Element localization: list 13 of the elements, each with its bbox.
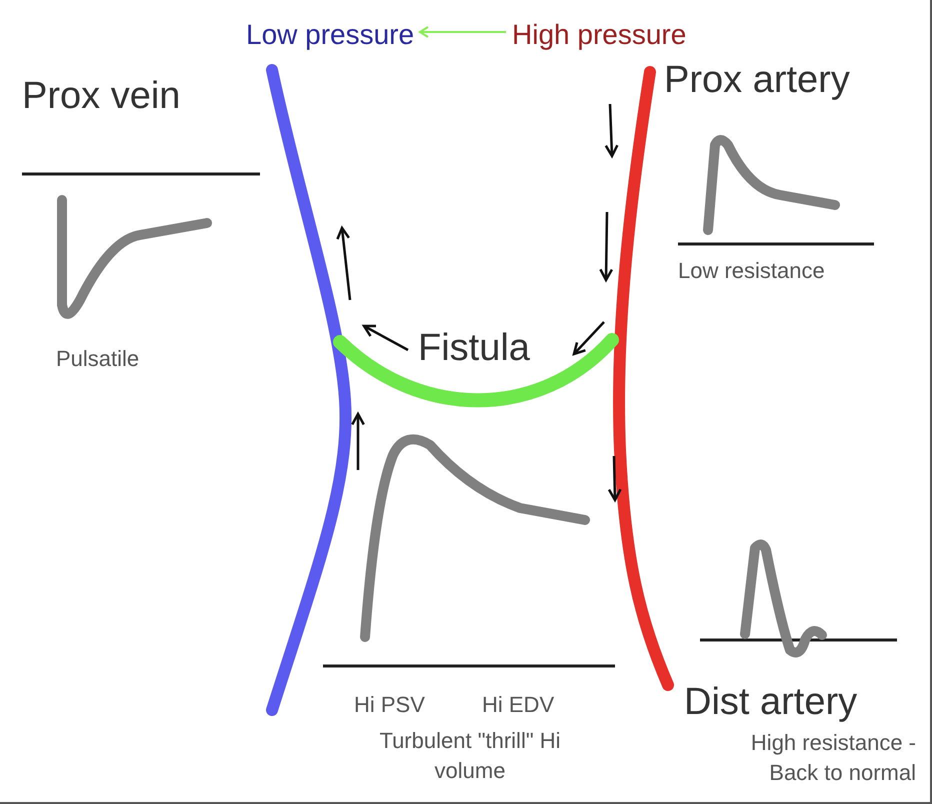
diagram-label: Low resistance: [678, 257, 826, 285]
diagram-label: Pulsatile: [56, 345, 140, 373]
diagram-label: Prox vein: [22, 74, 182, 119]
pressure-label: High pressure: [512, 14, 694, 56]
diagram-label: Hi EDV: [482, 691, 556, 719]
diagram-label: Prox artery: [664, 58, 851, 103]
pressure-label: Low pressure: [246, 14, 414, 56]
arrow: [419, 26, 506, 38]
diagram-label: Hi PSV: [354, 691, 426, 719]
diagram-label: Fistula: [418, 326, 531, 371]
diagram-label: High resistance - Back to normal: [750, 729, 916, 787]
diagram-label: Turbulent "thrill" Hi volume: [378, 727, 562, 785]
diagram-label: Dist artery: [684, 680, 858, 725]
